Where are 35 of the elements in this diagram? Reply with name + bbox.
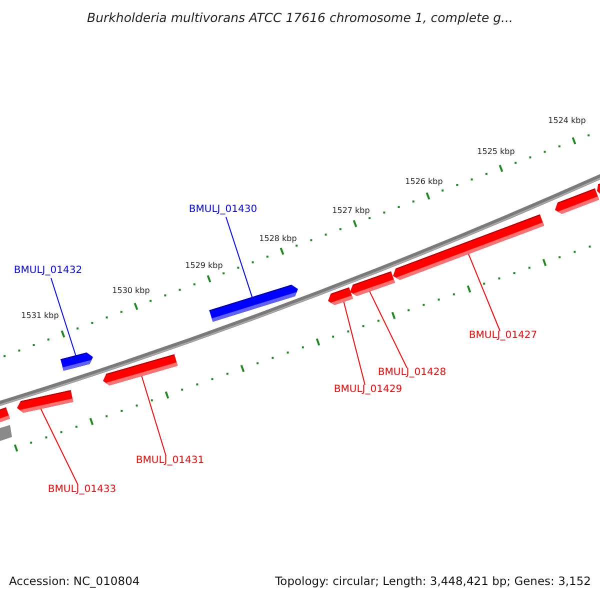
title: Burkholderia multivorans ATCC 17616 chromosome 1, complete g... — [87, 12, 513, 24]
gene-feature-block — [60, 352, 93, 371]
leader-line — [468, 253, 500, 332]
gene-label: BMULJ_01428 — [378, 368, 446, 378]
scale-label: 1529 kbp — [185, 262, 223, 270]
scale-label: 1526 kbp — [405, 178, 443, 186]
leader-line — [141, 375, 166, 456]
accession-text: Accession: NC_010804 — [9, 576, 140, 588]
leader-line — [343, 300, 366, 386]
leader-line — [50, 278, 76, 356]
gene-feature-block — [328, 287, 353, 306]
gene-label: BMULJ_01432 — [14, 266, 82, 276]
genome-info-text: Topology: circular; Length: 3,448,421 bp; Genes: 3,152 — [275, 576, 591, 588]
gene-feature-block — [350, 271, 395, 296]
gene-feature-block — [17, 390, 74, 413]
gene-feature-block — [597, 182, 600, 196]
gene-label: BMULJ_01427 — [468, 331, 538, 341]
scale-label: 1525 kbp — [477, 148, 515, 156]
gene-label: BMULJ_01433 — [48, 485, 116, 495]
leader-line — [226, 216, 253, 298]
gene-label: BMULJ_01430 — [188, 205, 258, 215]
leader-line — [40, 408, 78, 486]
gene-feature-block — [555, 188, 600, 214]
gene-label: BMULJ_01429 — [334, 385, 402, 395]
scale-label: 1530 kbp — [112, 287, 150, 295]
scale-label: 1524 kbp — [548, 117, 586, 125]
gene-feature-block — [208, 284, 298, 322]
scale-label: 1527 kbp — [332, 207, 370, 215]
leader-line — [368, 290, 408, 368]
gene-feature-block — [393, 214, 544, 280]
scale-label: 1528 kbp — [259, 235, 297, 243]
scale-label: 1531 kbp — [21, 312, 59, 320]
gene-feature-block — [103, 354, 178, 386]
gene-feature-block — [0, 407, 10, 422]
gene-label: BMULJ_01431 — [136, 456, 204, 466]
